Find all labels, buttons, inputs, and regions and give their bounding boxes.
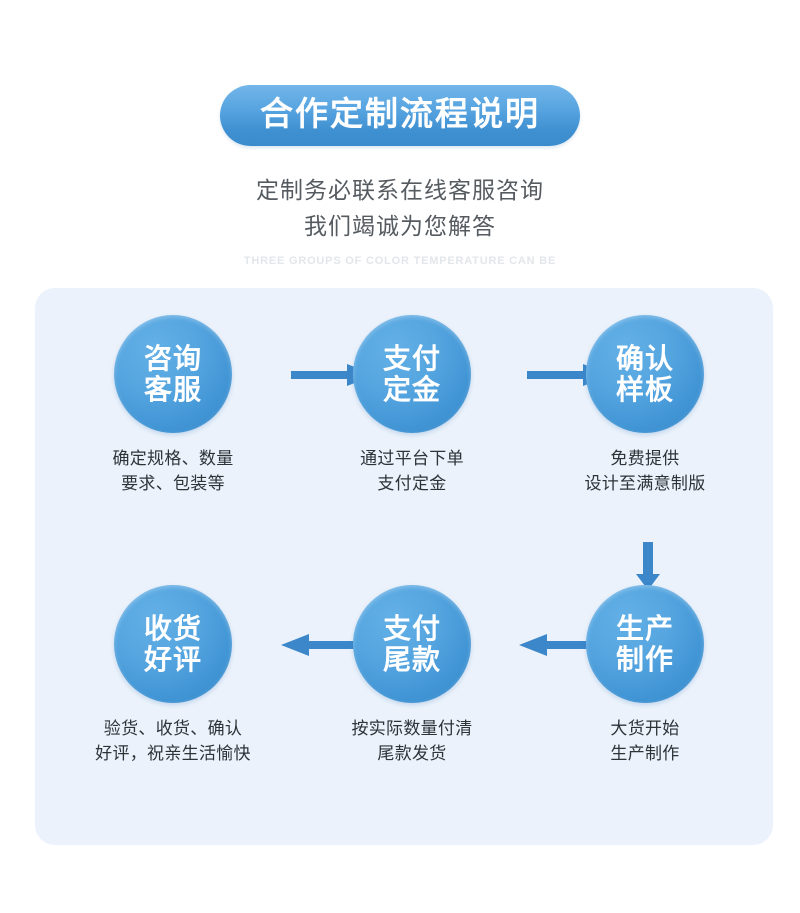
flow-step-4-circle-line-2: 制作	[615, 644, 674, 675]
flow-step-5-circle: 支付 尾款	[353, 585, 471, 703]
flow-step-1[interactable]: 咨询 客服 确定规格、数量 要求、包装等	[77, 315, 269, 496]
flow-step-4-caption-line-1: 大货开始	[610, 719, 680, 738]
arrow-left-icon-1	[281, 632, 377, 658]
flow-step-3-circle-line-2: 样板	[615, 374, 674, 405]
flow-step-4-circle: 生产 制作	[586, 585, 704, 703]
flow-step-5-circle-line-1: 支付	[382, 613, 441, 644]
flow-step-6[interactable]: 收货 好评 验货、收货、确认 好评，祝亲生活愉快	[77, 585, 269, 766]
flow-step-3-circle: 确认 样板	[586, 315, 704, 433]
flow-step-1-circle-line-1: 咨询	[143, 343, 202, 374]
flow-step-3-circle-line-1: 确认	[615, 343, 674, 374]
flow-step-6-circle: 收货 好评	[114, 585, 232, 703]
flow-step-6-caption: 验货、收货、确认 好评，祝亲生活愉快	[77, 716, 269, 766]
flow-step-3[interactable]: 确认 样板 免费提供 设计至满意制版	[549, 315, 741, 496]
flow-step-4-caption: 大货开始 生产制作	[549, 716, 741, 766]
flow-step-1-circle-line-2: 客服	[143, 374, 202, 405]
subtitle-line-1: 定制务必联系在线客服咨询	[256, 176, 544, 203]
flow-step-6-circle-line-1: 收货	[143, 613, 202, 644]
flow-step-5-caption: 按实际数量付清 尾款发货	[316, 716, 508, 766]
flow-step-4[interactable]: 生产 制作 大货开始 生产制作	[549, 585, 741, 766]
flow-step-1-caption-line-1: 确定规格、数量	[112, 449, 234, 468]
flow-step-3-caption-line-1: 免费提供	[610, 449, 680, 468]
flow-step-2-caption-line-1: 通过平台下单	[360, 449, 464, 468]
flow-step-5-circle-line-2: 尾款	[382, 644, 441, 675]
flow-step-2-circle-line-1: 支付	[382, 343, 441, 374]
flow-step-5-caption-line-2: 尾款发货	[377, 744, 447, 763]
flow-step-2-caption: 通过平台下单 支付定金	[316, 446, 508, 496]
flow-step-4-circle-line-1: 生产	[615, 613, 674, 644]
arrow-left-icon-2	[519, 632, 615, 658]
flow-step-6-circle-line-2: 好评	[143, 644, 202, 675]
process-flow-panel: 咨询 客服 确定规格、数量 要求、包装等 支付 定金 通过平台下单 支付定金	[35, 288, 773, 845]
flow-step-1-caption: 确定规格、数量 要求、包装等	[77, 446, 269, 496]
flow-step-6-caption-line-2: 好评，祝亲生活愉快	[95, 744, 251, 763]
flow-step-1-caption-line-2: 要求、包装等	[121, 474, 225, 493]
flow-step-2-caption-line-2: 支付定金	[377, 474, 447, 493]
arrow-down-icon-1	[633, 542, 663, 590]
subtitle-english: THREE GROUPS OF COLOR TEMPERATURE CAN BE	[243, 254, 557, 267]
flow-step-2[interactable]: 支付 定金 通过平台下单 支付定金	[316, 315, 508, 496]
flow-row-bottom: 收货 好评 验货、收货、确认 好评，祝亲生活愉快 支付 尾款 按实际数量付清 尾…	[35, 585, 773, 817]
page-title-banner: 合作定制流程说明	[220, 85, 580, 146]
flow-step-4-caption-line-2: 生产制作	[610, 744, 680, 763]
flow-step-5[interactable]: 支付 尾款 按实际数量付清 尾款发货	[316, 585, 508, 766]
subtitle-block: 定制务必联系在线客服咨询 我们竭诚为您解答	[0, 172, 800, 244]
flow-step-2-circle: 支付 定金	[353, 315, 471, 433]
flow-step-3-caption-line-2: 设计至满意制版	[584, 474, 706, 493]
page-header: 合作定制流程说明 定制务必联系在线客服咨询 我们竭诚为您解答 THREE GRO…	[0, 0, 800, 267]
flow-step-5-caption-line-1: 按实际数量付清	[351, 719, 473, 738]
flow-step-2-circle-line-2: 定金	[382, 374, 441, 405]
subtitle-line-2: 我们竭诚为您解答	[304, 212, 496, 239]
flow-step-3-caption: 免费提供 设计至满意制版	[549, 446, 741, 496]
flow-step-6-caption-line-1: 验货、收货、确认	[103, 719, 243, 738]
flow-step-1-circle: 咨询 客服	[114, 315, 232, 433]
flow-row-top: 咨询 客服 确定规格、数量 要求、包装等 支付 定金 通过平台下单 支付定金	[35, 315, 773, 547]
